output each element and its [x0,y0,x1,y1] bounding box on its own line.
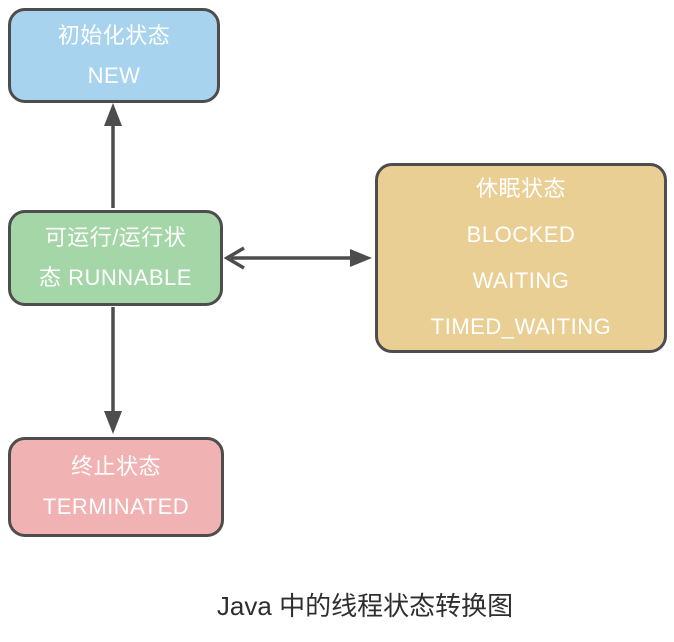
state-label: WAITING [472,268,570,293]
state-box-terminated: 终止状态 TERMINATED [8,437,224,537]
arrow-runnable-to-terminated [104,307,122,434]
state-box-new: 初始化状态 NEW [8,8,220,103]
state-label: 可运行/运行状 [44,225,187,250]
state-box-runnable: 可运行/运行状 态 RUNNABLE [8,210,223,306]
state-label: BLOCKED [466,222,576,247]
state-label: 态 RUNNABLE [39,265,192,290]
state-label: TERMINATED [42,494,190,519]
arrow-runnable-sleep [223,246,372,270]
state-label: NEW [87,62,141,88]
diagram-caption: Java 中的线程状态转换图 [216,591,514,621]
state-box-sleep: 休眠状态 BLOCKED WAITING TIMED_WAITING [375,163,667,353]
state-label: 初始化状态 [57,22,171,48]
state-label: 终止状态 [70,454,161,479]
state-label: 休眠状态 [475,176,566,201]
arrow-runnable-to-new [104,103,122,208]
state-label: TIMED_WAITING [430,314,612,339]
